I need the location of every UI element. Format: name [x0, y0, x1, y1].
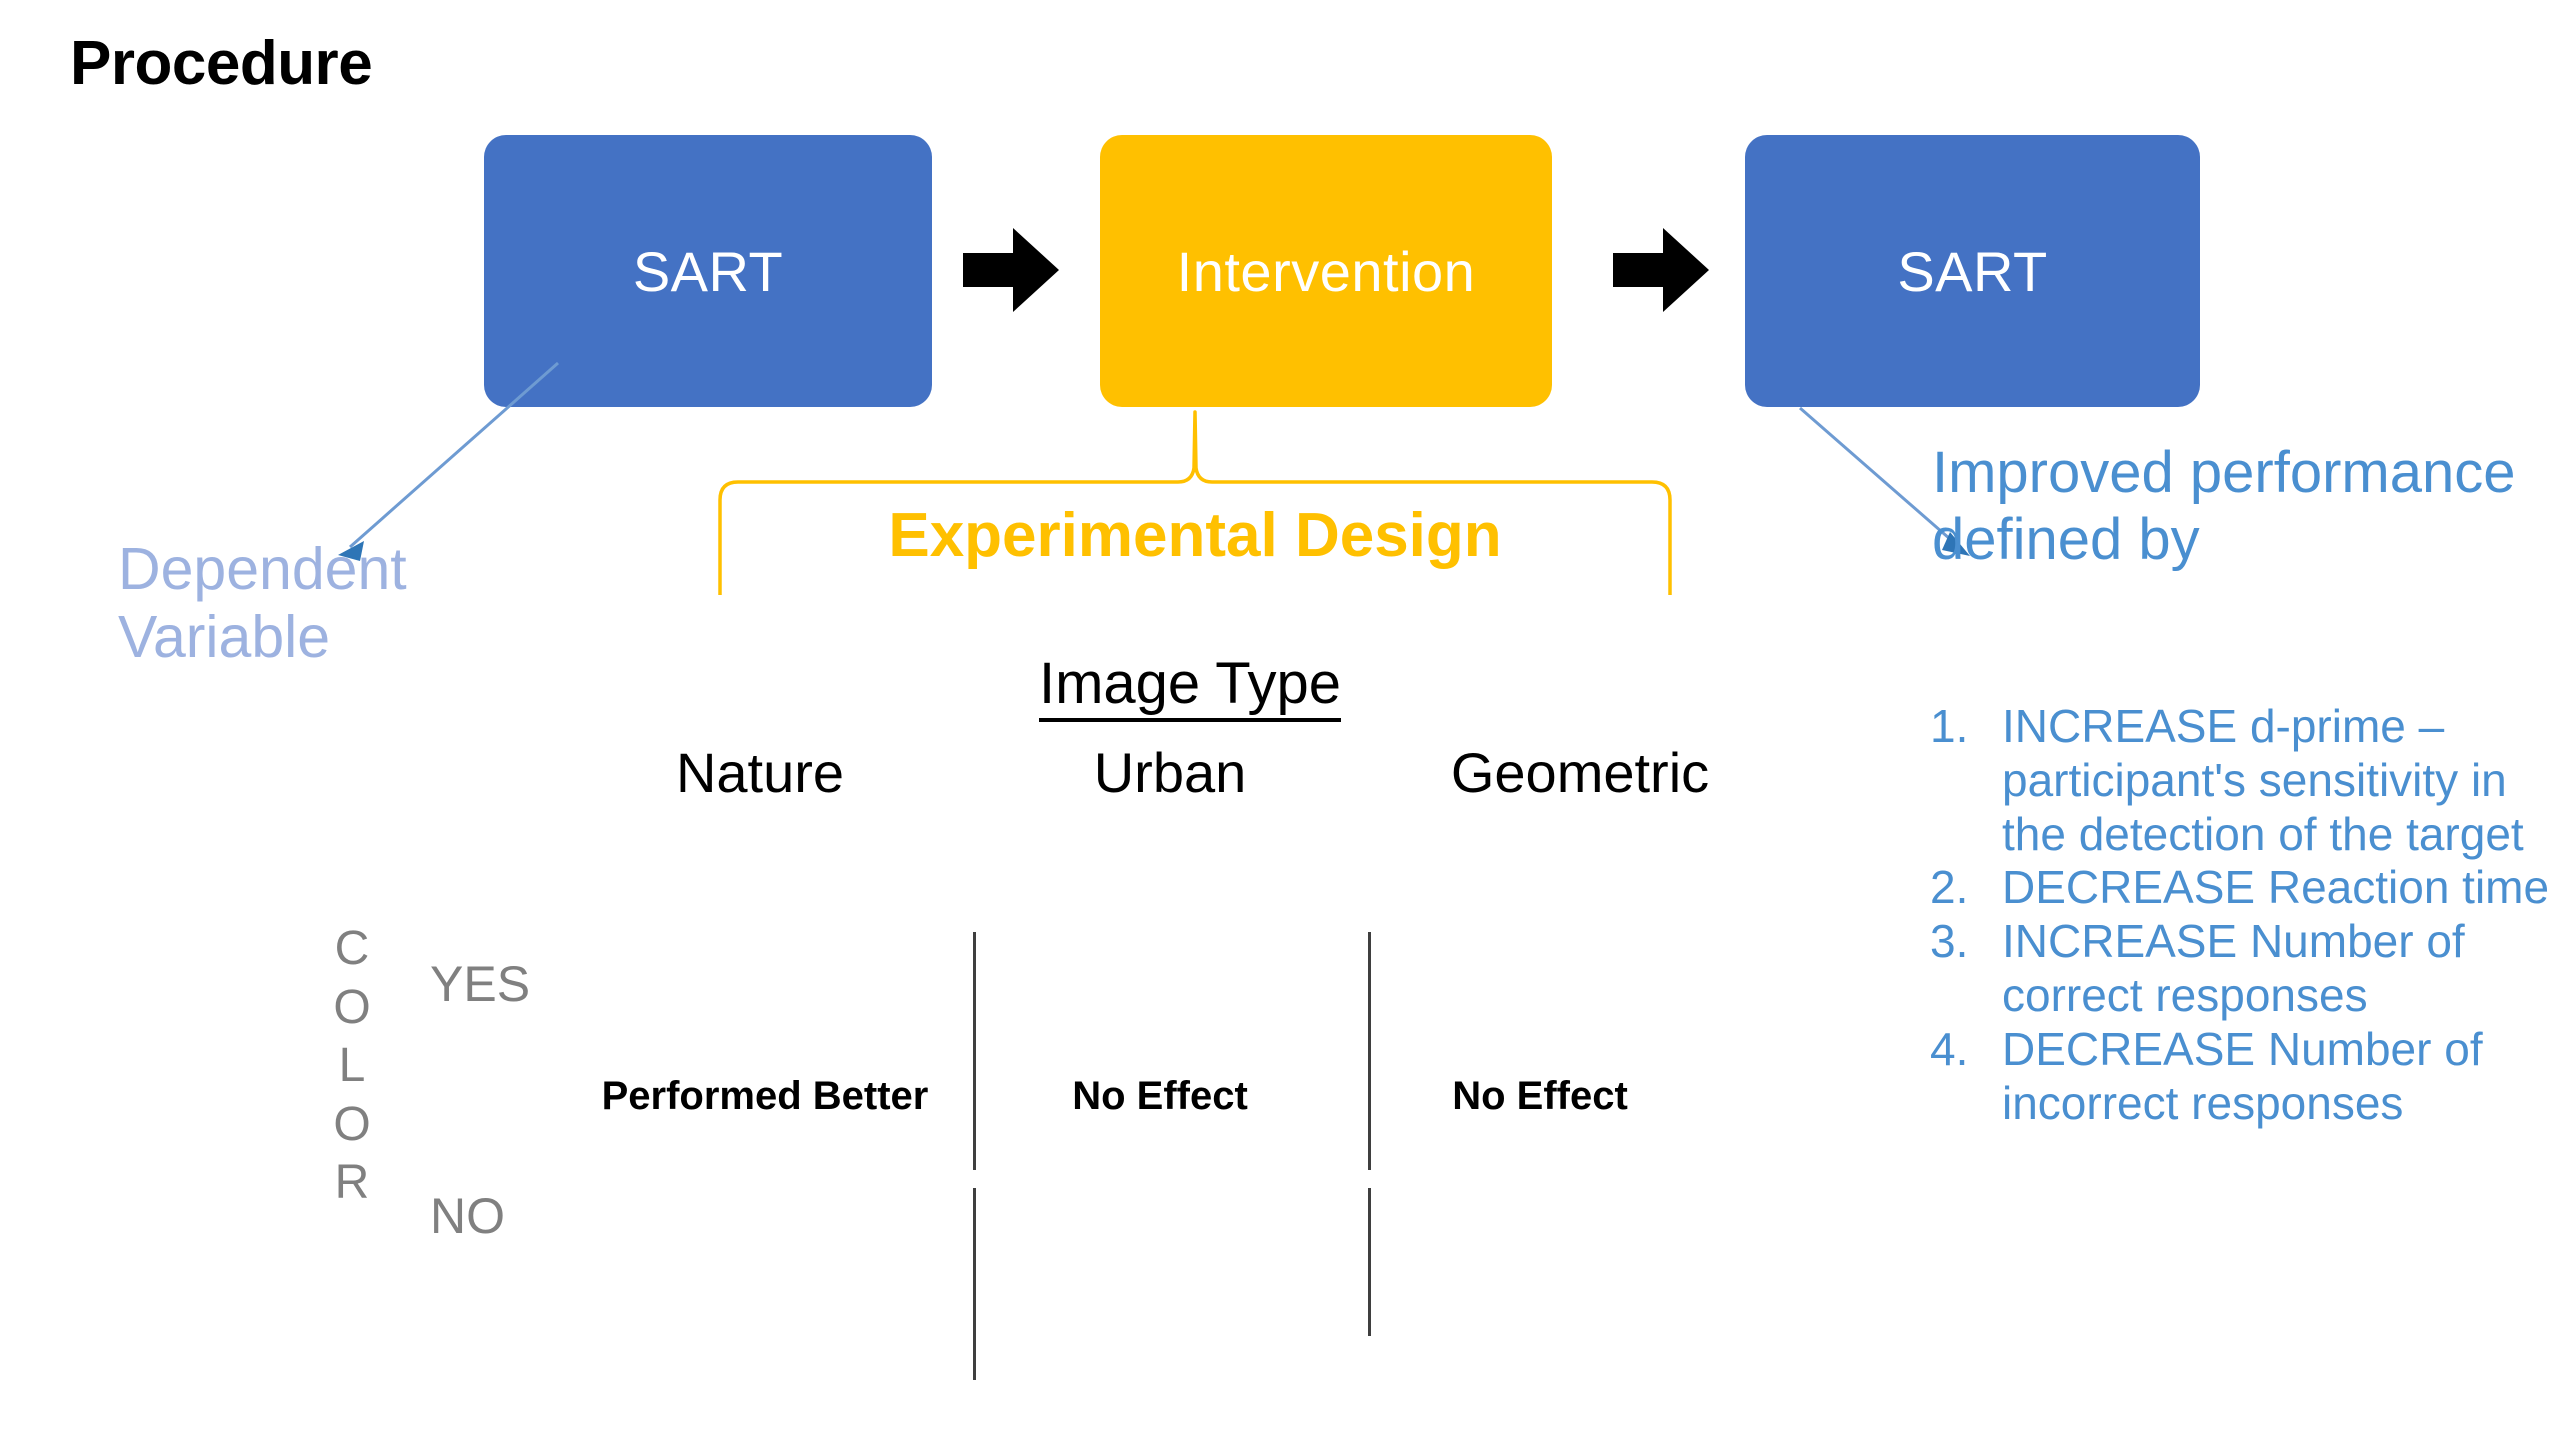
- list-item-number: 1.: [1930, 700, 1969, 752]
- column-header-urban: Urban: [1093, 741, 1247, 804]
- page-title: Procedure: [70, 29, 373, 98]
- image-type-header-text: Image Type: [1038, 651, 1341, 722]
- list-item: 4. DECREASE Number of incorrect response…: [1930, 1023, 2550, 1131]
- list-item: 2. DECREASE Reaction time: [1930, 861, 2550, 915]
- list-item-text: INCREASE Number of correct responses: [2002, 915, 2465, 1022]
- right-arrow-icon: [1605, 215, 1715, 325]
- dependent-variable-label: Dependent Variable: [118, 536, 407, 671]
- right-arrow-icon: [955, 215, 1065, 325]
- table-divider: [973, 932, 976, 1170]
- list-item-text: INCREASE d-prime – participant's sensiti…: [2002, 700, 2524, 860]
- image-type-header: Image Type: [790, 650, 1590, 722]
- improved-performance-heading: Improved performance defined by: [1932, 440, 2516, 572]
- experimental-design-brace-icon: [700, 400, 1690, 600]
- list-item: 3. INCREASE Number of correct responses: [1930, 915, 2550, 1023]
- table-cell-urban: No Effect: [1072, 1074, 1248, 1118]
- list-item: 1. INCREASE d-prime – participant's sens…: [1930, 700, 2550, 861]
- color-axis-letter: L: [338, 1039, 366, 1093]
- table-divider: [973, 1188, 976, 1380]
- row-label-yes: YES: [430, 956, 531, 1012]
- list-item-text: DECREASE Number of incorrect responses: [2002, 1022, 2483, 1129]
- experimental-design-label: Experimental Design: [888, 501, 1502, 570]
- flow-box-intervention[interactable]: Intervention: [1100, 135, 1552, 407]
- flow-box-sart-pre[interactable]: SART: [484, 135, 932, 407]
- column-header-geometric: Geometric: [1450, 741, 1710, 804]
- color-axis-letter: O: [333, 1097, 371, 1151]
- table-cell-nature: Performed Better: [601, 1074, 929, 1118]
- column-header-nature: Nature: [675, 741, 845, 804]
- list-item-number: 4.: [1930, 1022, 1969, 1075]
- list-item-number: 3.: [1930, 915, 1969, 968]
- list-item-number: 2.: [1930, 861, 1969, 914]
- improved-performance-list: 1. INCREASE d-prime – participant's sens…: [1930, 700, 2550, 1131]
- improved-performance-leader-arrow-icon: [1790, 400, 1970, 580]
- color-axis-letter: C: [334, 922, 370, 975]
- color-axis-letter: O: [333, 980, 371, 1034]
- flow-box-sart-pre-label: SART: [632, 239, 784, 303]
- flow-box-sart-post[interactable]: SART: [1745, 135, 2200, 407]
- flow-box-sart-post-label: SART: [1897, 239, 2048, 303]
- row-label-no: NO: [430, 1188, 505, 1244]
- list-item-text: DECREASE Reaction time: [2002, 861, 2550, 914]
- flow-box-intervention-label: Intervention: [1176, 239, 1476, 303]
- table-divider: [1368, 932, 1371, 1170]
- dependent-variable-leader-arrow-icon: [320, 355, 560, 561]
- table-divider: [1368, 1188, 1371, 1336]
- table-cell-geometric: No Effect: [1452, 1074, 1628, 1118]
- color-axis-letter: R: [334, 1156, 370, 1210]
